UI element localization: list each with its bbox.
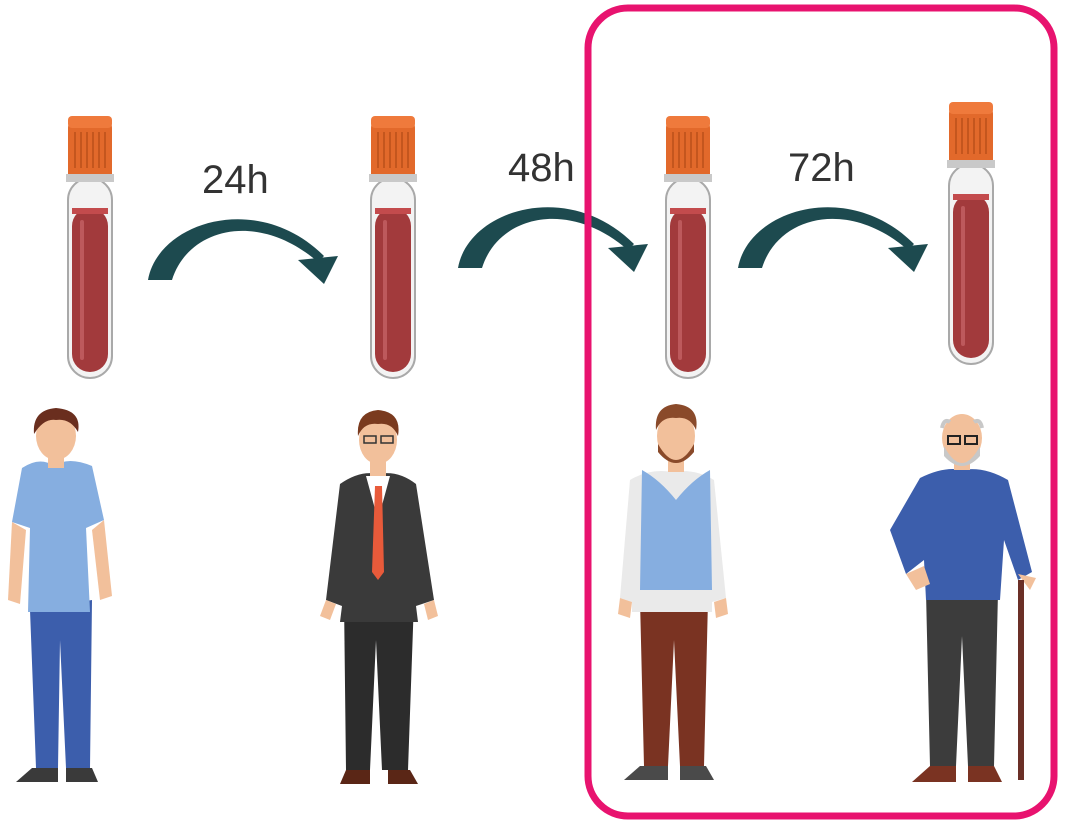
blood-sample-tube-icon [946, 101, 996, 365]
blood-sample-tube-icon [65, 115, 115, 379]
blood-sample-tube-icon [663, 115, 713, 379]
elderly-man-with-cane-icon [890, 414, 1036, 782]
time-label-24h: 24h [202, 158, 269, 202]
time-label-48h: 48h [508, 146, 575, 190]
curved-arrow-icon [148, 219, 338, 284]
bearded-man-in-vest-icon [618, 404, 728, 780]
young-man-casual-icon [8, 408, 112, 782]
man-in-suit-icon [320, 410, 438, 784]
blood-sample-tube-icon [368, 115, 418, 379]
highlight-frame [584, 4, 1058, 820]
curved-arrow-icon [738, 207, 928, 272]
curved-arrow-icon [458, 207, 648, 272]
time-label-72h: 72h [788, 146, 855, 190]
